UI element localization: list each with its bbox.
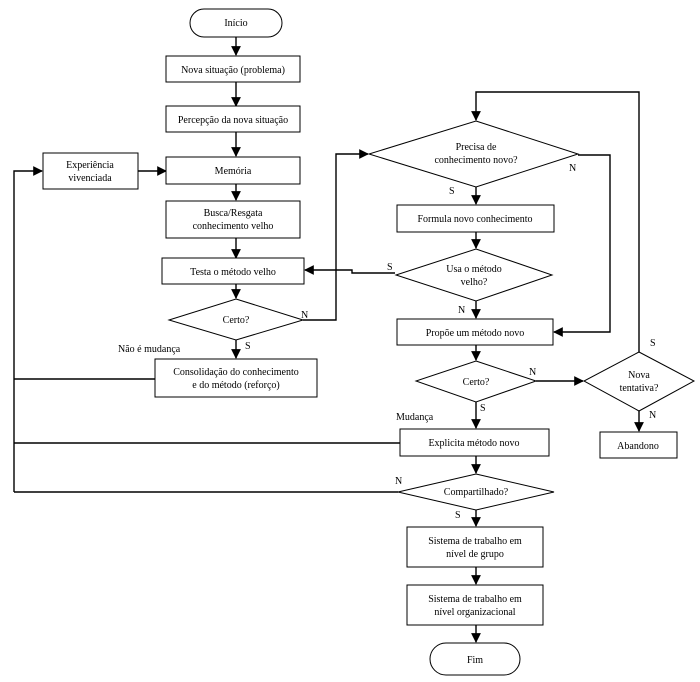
sistema-org-label-2: nível organizacional <box>434 607 515 618</box>
consolidacao-label-1: Consolidação do conhecimento <box>173 367 299 378</box>
abandono-label: Abandono <box>617 441 659 452</box>
certo1-label: Certo? <box>223 315 250 326</box>
certo2-decision: Certo? <box>414 360 538 403</box>
certo2-label: Certo? <box>463 377 490 388</box>
usa-label-1: Usa o método <box>446 264 502 275</box>
certo2-yes-label: S <box>480 403 486 414</box>
propoe-label: Propõe um método novo <box>426 328 525 339</box>
consolidacao-label-2: e do método (reforço) <box>192 380 279 391</box>
percepcao-node: Percepção da nova situação <box>165 105 301 133</box>
sistema-org-node: Sistema de trabalho em nível organizacio… <box>406 584 544 626</box>
certo2-no-label: N <box>529 367 536 378</box>
edge-certo1-precisa <box>303 149 369 321</box>
precisa-label-2: conhecimento novo? <box>434 155 518 166</box>
fim-node: Fim <box>429 642 521 676</box>
edge-usa-testa <box>304 265 395 275</box>
nova-no-label: N <box>649 410 656 421</box>
certo1-yes-label: S <box>245 341 251 352</box>
abandono-node: Abandono <box>599 431 678 459</box>
certo1-no-label: N <box>301 310 308 321</box>
fim-label: Fim <box>467 655 483 666</box>
precisa-yes-label: S <box>449 186 455 197</box>
nova-situacao-label: Nova situação (problema) <box>181 65 285 76</box>
usa-no-label: N <box>458 305 465 316</box>
compartilhado-decision: Compartilhado? <box>397 473 555 511</box>
nova-tentativa-label-2: tentativa? <box>620 383 659 394</box>
experiencia-label-2: vivenciada <box>68 173 112 184</box>
edge-precisa-propoe <box>553 154 611 337</box>
sistema-org-label-1: Sistema de trabalho em <box>428 594 522 605</box>
explicita-label: Explicita método novo <box>428 438 519 449</box>
usa-decision: Usa o método velho? <box>394 248 554 302</box>
memoria-node: Memória <box>165 156 301 185</box>
mudanca-label: Mudança <box>396 412 434 423</box>
nao-e-mudanca-label: Não é mudança <box>118 344 181 355</box>
usa-yes-label: S <box>387 262 393 273</box>
precisa-decision: Precisa de conhecimento novo? <box>367 120 580 188</box>
nova-tentativa-decision: Nova tentativa? <box>582 351 696 412</box>
experiencia-node: Experiência vivenciada <box>42 152 139 190</box>
formula-node: Formula novo conhecimento <box>396 204 555 233</box>
edges <box>13 37 644 643</box>
compartilhado-label: Compartilhado? <box>444 487 509 498</box>
testa-label: Testa o método velho <box>190 267 276 278</box>
busca-label-2: conhecimento velho <box>193 221 274 232</box>
precisa-label-1: Precisa de <box>456 142 497 153</box>
sistema-grupo-node: Sistema de trabalho em nível de grupo <box>406 526 544 568</box>
explicita-node: Explicita método novo <box>399 428 550 457</box>
nova-situacao-node: Nova situação (problema) <box>165 55 301 83</box>
edge-nova-precisa <box>471 91 640 352</box>
percepcao-label: Percepção da nova situação <box>178 115 288 126</box>
certo1-decision: Certo? <box>167 298 305 341</box>
experiencia-label-1: Experiência <box>66 160 114 171</box>
edge-loop-left <box>13 166 43 492</box>
inicio-node: Início <box>189 8 283 38</box>
edge-labels: N S Não é mudança N S S N N S Mudança S … <box>118 163 656 521</box>
compartilhado-yes-label: S <box>455 510 461 521</box>
nova-tentativa-label-1: Nova <box>628 370 650 381</box>
sistema-grupo-label-2: nível de grupo <box>446 549 504 560</box>
busca-node: Busca/Resgata conhecimento velho <box>165 200 301 239</box>
busca-label-1: Busca/Resgata <box>204 208 263 219</box>
propoe-node: Propõe um método novo <box>396 318 554 346</box>
nova-yes-label: S <box>650 338 656 349</box>
compartilhado-no-label: N <box>395 476 402 487</box>
precisa-no-label: N <box>569 163 576 174</box>
testa-node: Testa o método velho <box>161 257 305 285</box>
usa-label-2: velho? <box>461 277 488 288</box>
consolidacao-node: Consolidação do conhecimento e do método… <box>154 358 318 398</box>
sistema-grupo-label-1: Sistema de trabalho em <box>428 536 522 547</box>
formula-label: Formula novo conhecimento <box>418 214 533 225</box>
inicio-label: Início <box>224 18 247 29</box>
memoria-label: Memória <box>215 166 252 177</box>
